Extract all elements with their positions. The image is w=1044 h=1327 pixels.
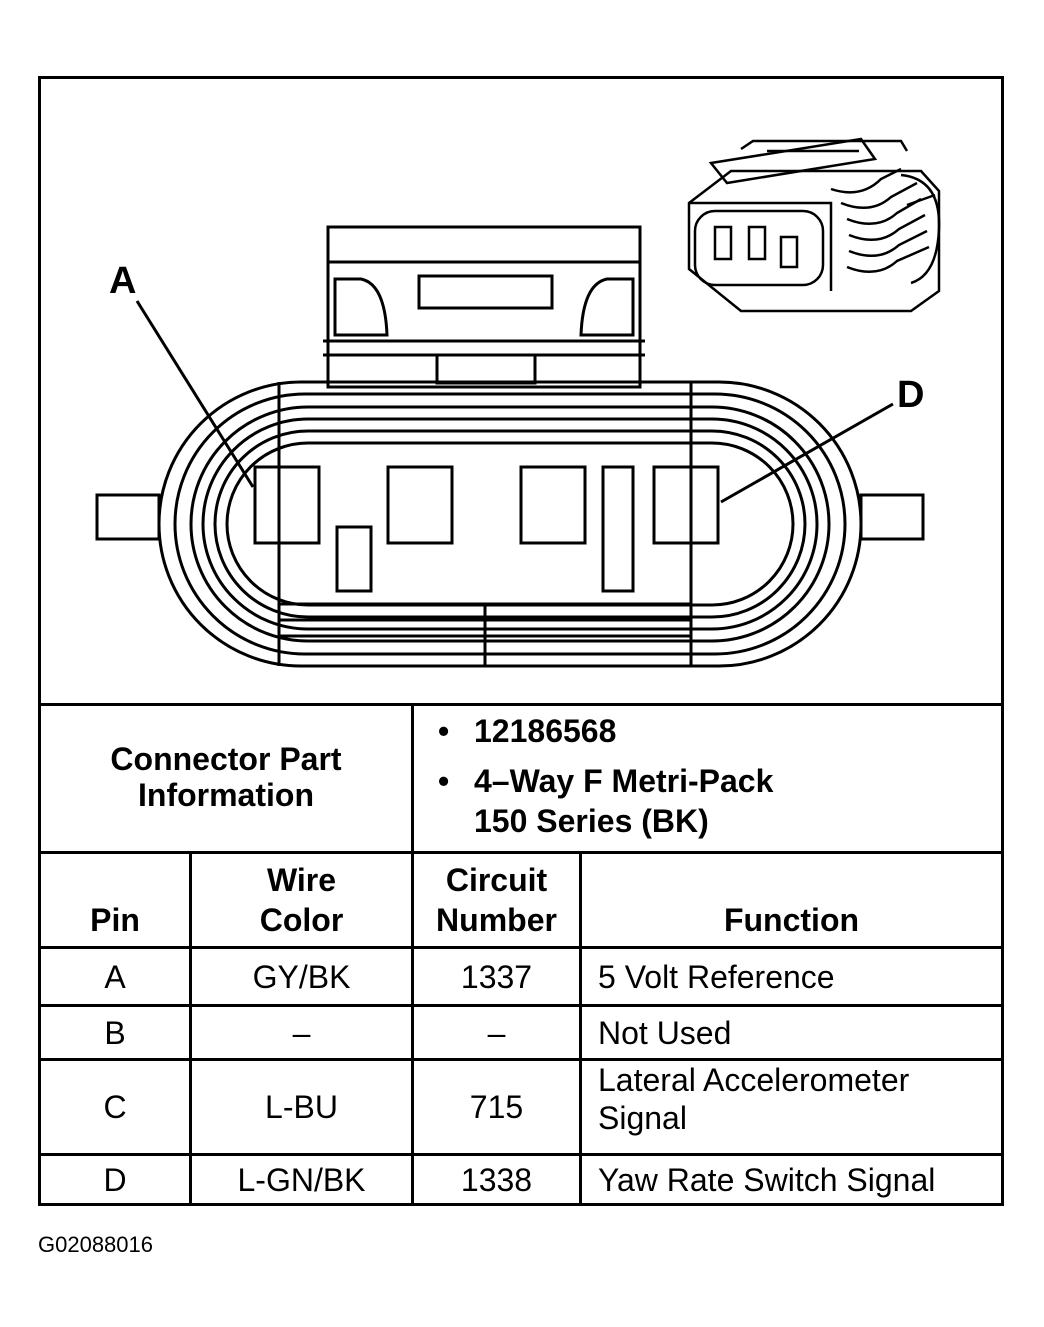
connector-info-table: Connector Part Information •12186568 •4–… bbox=[41, 703, 1001, 1203]
row-c-function: Lateral Accelerometer Signal bbox=[582, 1061, 1001, 1153]
connector-housing bbox=[157, 380, 863, 668]
row-c-wire: L-BU bbox=[265, 1089, 338, 1125]
header-function: Function bbox=[723, 902, 860, 938]
connector-isometric-view bbox=[687, 137, 941, 313]
cavity-b bbox=[386, 465, 454, 545]
row-b-pin: B bbox=[104, 1014, 126, 1051]
callout-a-label: A bbox=[109, 260, 136, 302]
row-a-circuit: 1337 bbox=[460, 958, 533, 995]
connector-part-info-label: Connector Part Information bbox=[110, 741, 342, 813]
header-pin: Pin bbox=[90, 902, 140, 938]
row-d-wire: L-GN/BK bbox=[237, 1161, 366, 1198]
row-c-circuit: 715 bbox=[469, 1089, 524, 1125]
cavity-c bbox=[519, 465, 587, 545]
row-d-function: Yaw Rate Switch Signal bbox=[598, 1161, 936, 1198]
pin-cavities bbox=[253, 465, 720, 593]
header-wire-color: Wire Color bbox=[259, 862, 344, 938]
row-a-function: 5 Volt Reference bbox=[598, 958, 835, 995]
row-b-circuit: – bbox=[487, 1014, 506, 1051]
cavity-d bbox=[652, 465, 720, 545]
row-d-pin: D bbox=[103, 1161, 127, 1198]
row-c-pin: C bbox=[103, 1089, 127, 1125]
row-b-wire: – bbox=[292, 1014, 311, 1051]
connector-part-bullets: •12186568 •4–Way F Metri-Pack 150 Series… bbox=[414, 703, 1001, 851]
row-a-wire: GY/BK bbox=[252, 958, 351, 995]
diagram-frame: A D Connector Part Information •12186568… bbox=[38, 76, 1004, 1206]
row-a-pin: A bbox=[104, 958, 126, 995]
right-tab bbox=[859, 493, 925, 541]
callout-a-leader bbox=[135, 300, 255, 488]
connector-latch bbox=[323, 225, 645, 389]
callout-d-label: D bbox=[897, 374, 924, 416]
left-tab bbox=[95, 493, 161, 541]
row-d-circuit: 1338 bbox=[460, 1161, 533, 1198]
figure-id: G02088016 bbox=[38, 1232, 153, 1257]
row-c-function-line-1: Lateral Accelerometer bbox=[598, 1062, 910, 1098]
callout-d-leader bbox=[720, 402, 894, 504]
bullet-connector-series: 150 Series (BK) bbox=[474, 803, 709, 839]
row-c-function-line-2: Signal bbox=[598, 1100, 687, 1136]
row-b-function: Not Used bbox=[598, 1014, 732, 1051]
header-circuit-number: Circuit Number bbox=[436, 862, 557, 938]
bullet-part-number: •12186568 bbox=[438, 713, 617, 749]
bullet-connector-type: •4–Way F Metri-Pack bbox=[438, 763, 774, 799]
cavity-a bbox=[253, 465, 321, 545]
connector-face-diagram: A D bbox=[95, 137, 941, 668]
